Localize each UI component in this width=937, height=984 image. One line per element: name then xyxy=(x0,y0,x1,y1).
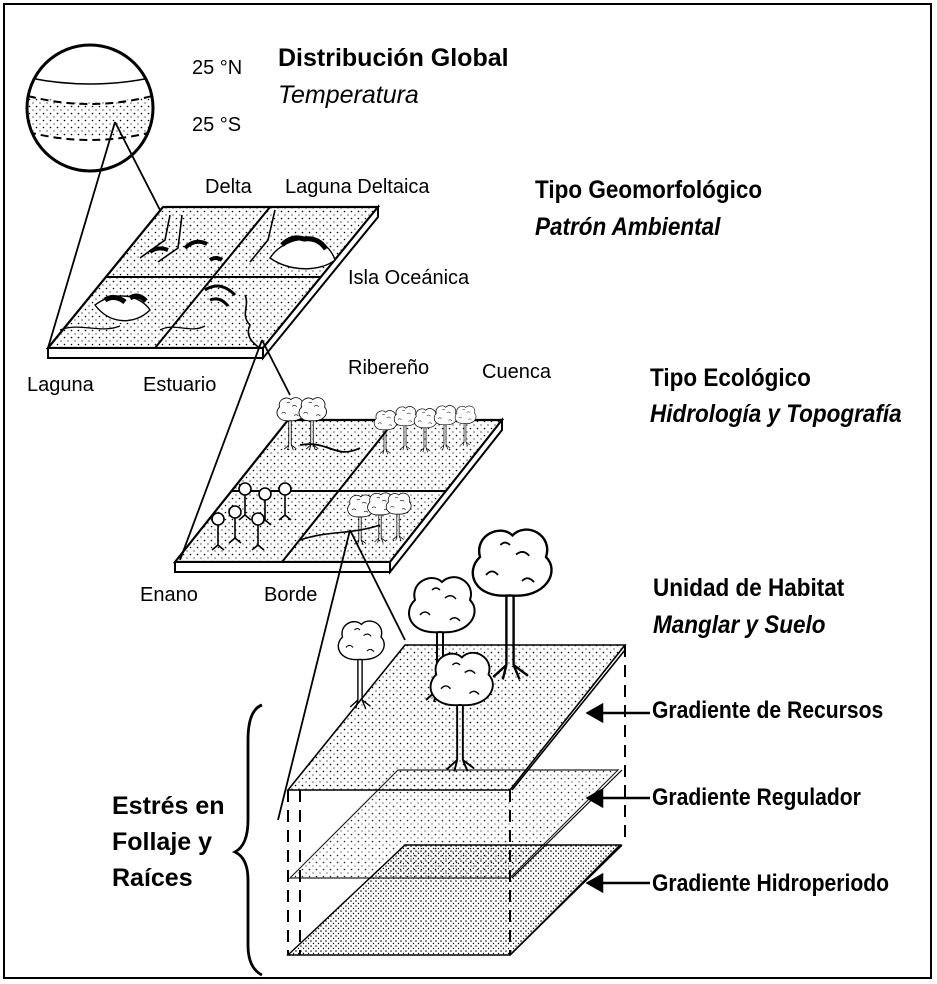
eco-title: Tipo Ecológico xyxy=(650,366,811,391)
stress-brace xyxy=(235,705,262,975)
gradient-resources: Gradiente de Recursos xyxy=(652,699,883,723)
global-subtitle: Temperatura xyxy=(278,83,419,108)
habitat-subtitle: Manglar y Suelo xyxy=(653,613,826,638)
geomorph-title: Tipo Geomorfológico xyxy=(535,178,762,203)
habitat-box xyxy=(288,530,625,955)
eco-type-cuenca: Cuenca xyxy=(482,362,551,382)
eco-type-enano: Enano xyxy=(140,585,198,605)
geomorph-type-isla-oceanica: Isla Oceánica xyxy=(348,268,469,288)
geomorph-type-delta: Delta xyxy=(205,177,252,197)
habitat-title: Unidad de Habitat xyxy=(653,576,844,601)
gradient-regulator: Gradiente Regulador xyxy=(652,786,861,810)
geomorph-type-laguna: Laguna xyxy=(27,375,94,395)
eco-type-ribereno: Ribereño xyxy=(348,358,429,378)
gradient-hydroperiod: Gradiente Hidroperiodo xyxy=(652,872,889,896)
globe xyxy=(27,45,153,171)
geomorph-type-estuario: Estuario xyxy=(143,375,216,395)
global-title: Distribución Global xyxy=(278,46,509,71)
stress-label: Estrés en Follaje y Raíces xyxy=(112,788,225,896)
eco-subtitle: Hidrología y Topografía xyxy=(650,402,902,427)
geomorph-subtitle: Patrón Ambiental xyxy=(535,215,720,240)
lat-north-label: 25 °N xyxy=(192,58,242,78)
geomorph-slab xyxy=(48,207,378,358)
geomorph-type-laguna-deltaica: Laguna Deltaica xyxy=(285,177,430,197)
lat-south-label: 25 °S xyxy=(192,115,241,135)
eco-type-borde: Borde xyxy=(264,585,317,605)
ecological-slab xyxy=(175,398,502,572)
